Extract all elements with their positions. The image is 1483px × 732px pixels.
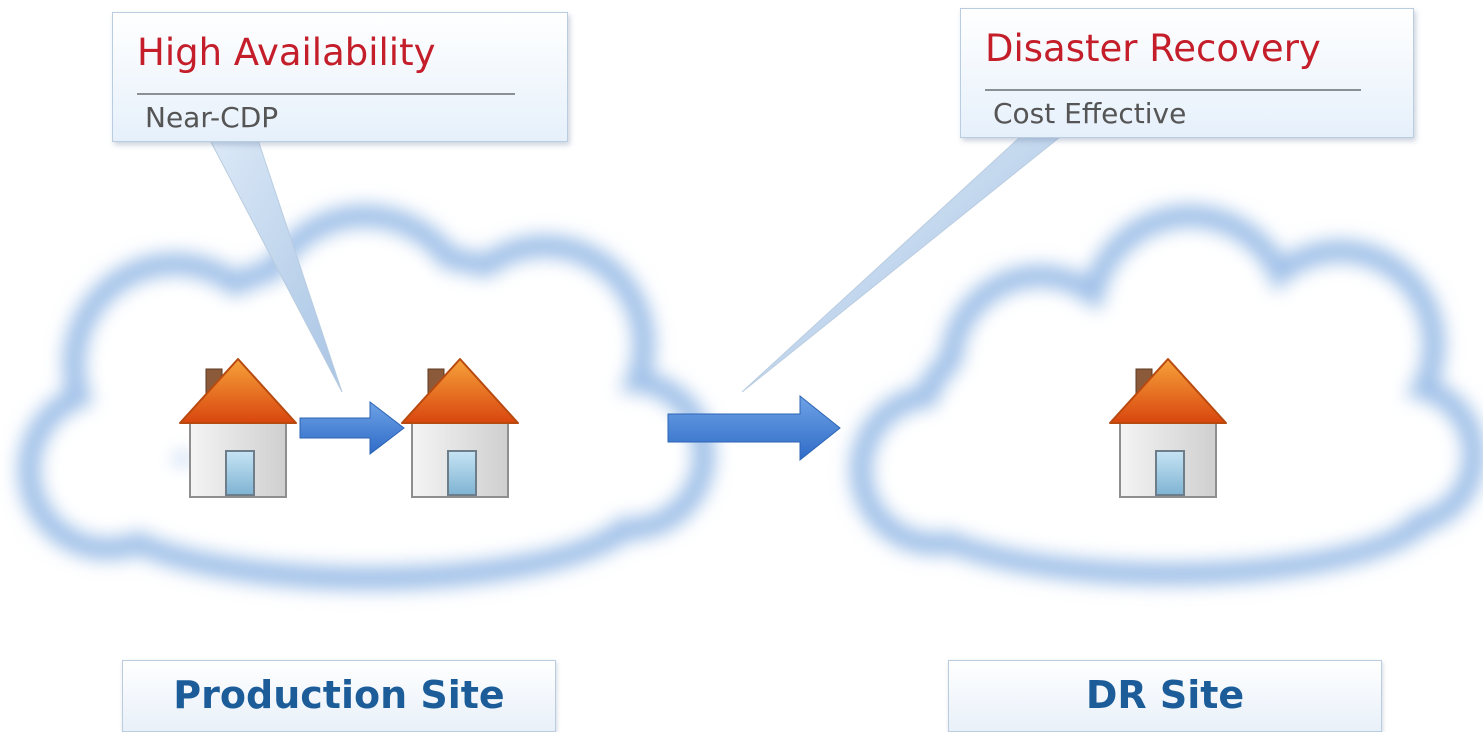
disaster-recovery-callout: Disaster Recovery Cost Effective: [960, 8, 1414, 138]
callout-subtitle-near-cdp: Near-CDP: [145, 101, 279, 134]
production-cloud-icon: [18, 205, 715, 590]
remote-replication-arrow-icon: [667, 394, 841, 462]
high-availability-callout: High Availability Near-CDP: [112, 12, 568, 142]
callout-title-disaster-recovery: Disaster Recovery: [985, 27, 1321, 70]
callout-subtitle-cost-effective: Cost Effective: [993, 97, 1187, 130]
callout-divider: [137, 93, 515, 95]
callout-title-high-availability: High Availability: [137, 31, 436, 74]
production-site-label: Production Site: [173, 673, 505, 717]
dr-site-label: DR Site: [1085, 673, 1245, 717]
dr-site-label-box: DR Site: [948, 660, 1382, 732]
local-replication-arrow-icon: [299, 400, 405, 456]
production-site-label-box: Production Site: [122, 660, 556, 732]
callout-divider: [985, 89, 1361, 91]
dr-cloud-icon: [850, 205, 1483, 585]
